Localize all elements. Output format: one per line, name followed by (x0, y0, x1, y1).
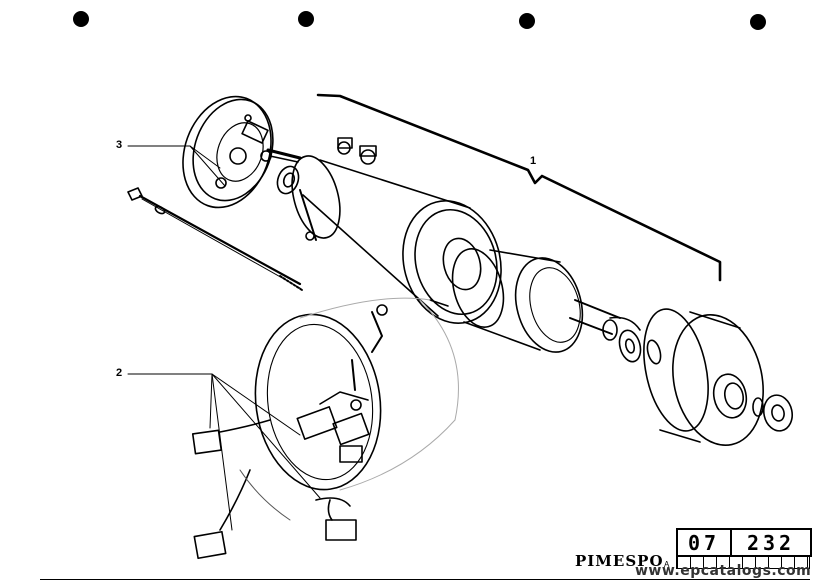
watermark: www.epcatalogs.com (635, 563, 812, 579)
page-reference-box: 07 232 (676, 528, 812, 557)
stator-housing (291, 137, 502, 324)
callout-1: 1 (530, 155, 537, 167)
brush-holder-housing (254, 297, 459, 491)
punch-hole (298, 11, 314, 27)
page-code: 232 (746, 530, 796, 555)
brush-bottom-left (193, 469, 251, 560)
drive-end-housing (643, 308, 764, 447)
brand-mark: A (664, 560, 670, 569)
drive-bearing (752, 394, 793, 432)
bottom-rule (40, 579, 810, 580)
brand-logo: PIMESPO (575, 552, 664, 570)
end-cover-stud (266, 148, 302, 163)
brush-left (191, 419, 271, 455)
revision-grid (676, 555, 810, 569)
punch-hole (750, 14, 766, 30)
punch-hole (519, 13, 535, 29)
armature (451, 248, 641, 353)
punch-hole (73, 11, 89, 27)
brush-lead (239, 469, 291, 521)
armature-washer (618, 329, 662, 365)
brush-bottom (315, 497, 357, 541)
callout-leaders (127, 145, 321, 531)
callout-3: 3 (116, 139, 123, 151)
through-bolt (127, 187, 303, 291)
end-cover (182, 95, 274, 209)
assembly-bracket (316, 93, 722, 282)
bearing-small (276, 165, 300, 195)
section-code: 07 (678, 530, 732, 555)
callout-2: 2 (116, 367, 123, 379)
